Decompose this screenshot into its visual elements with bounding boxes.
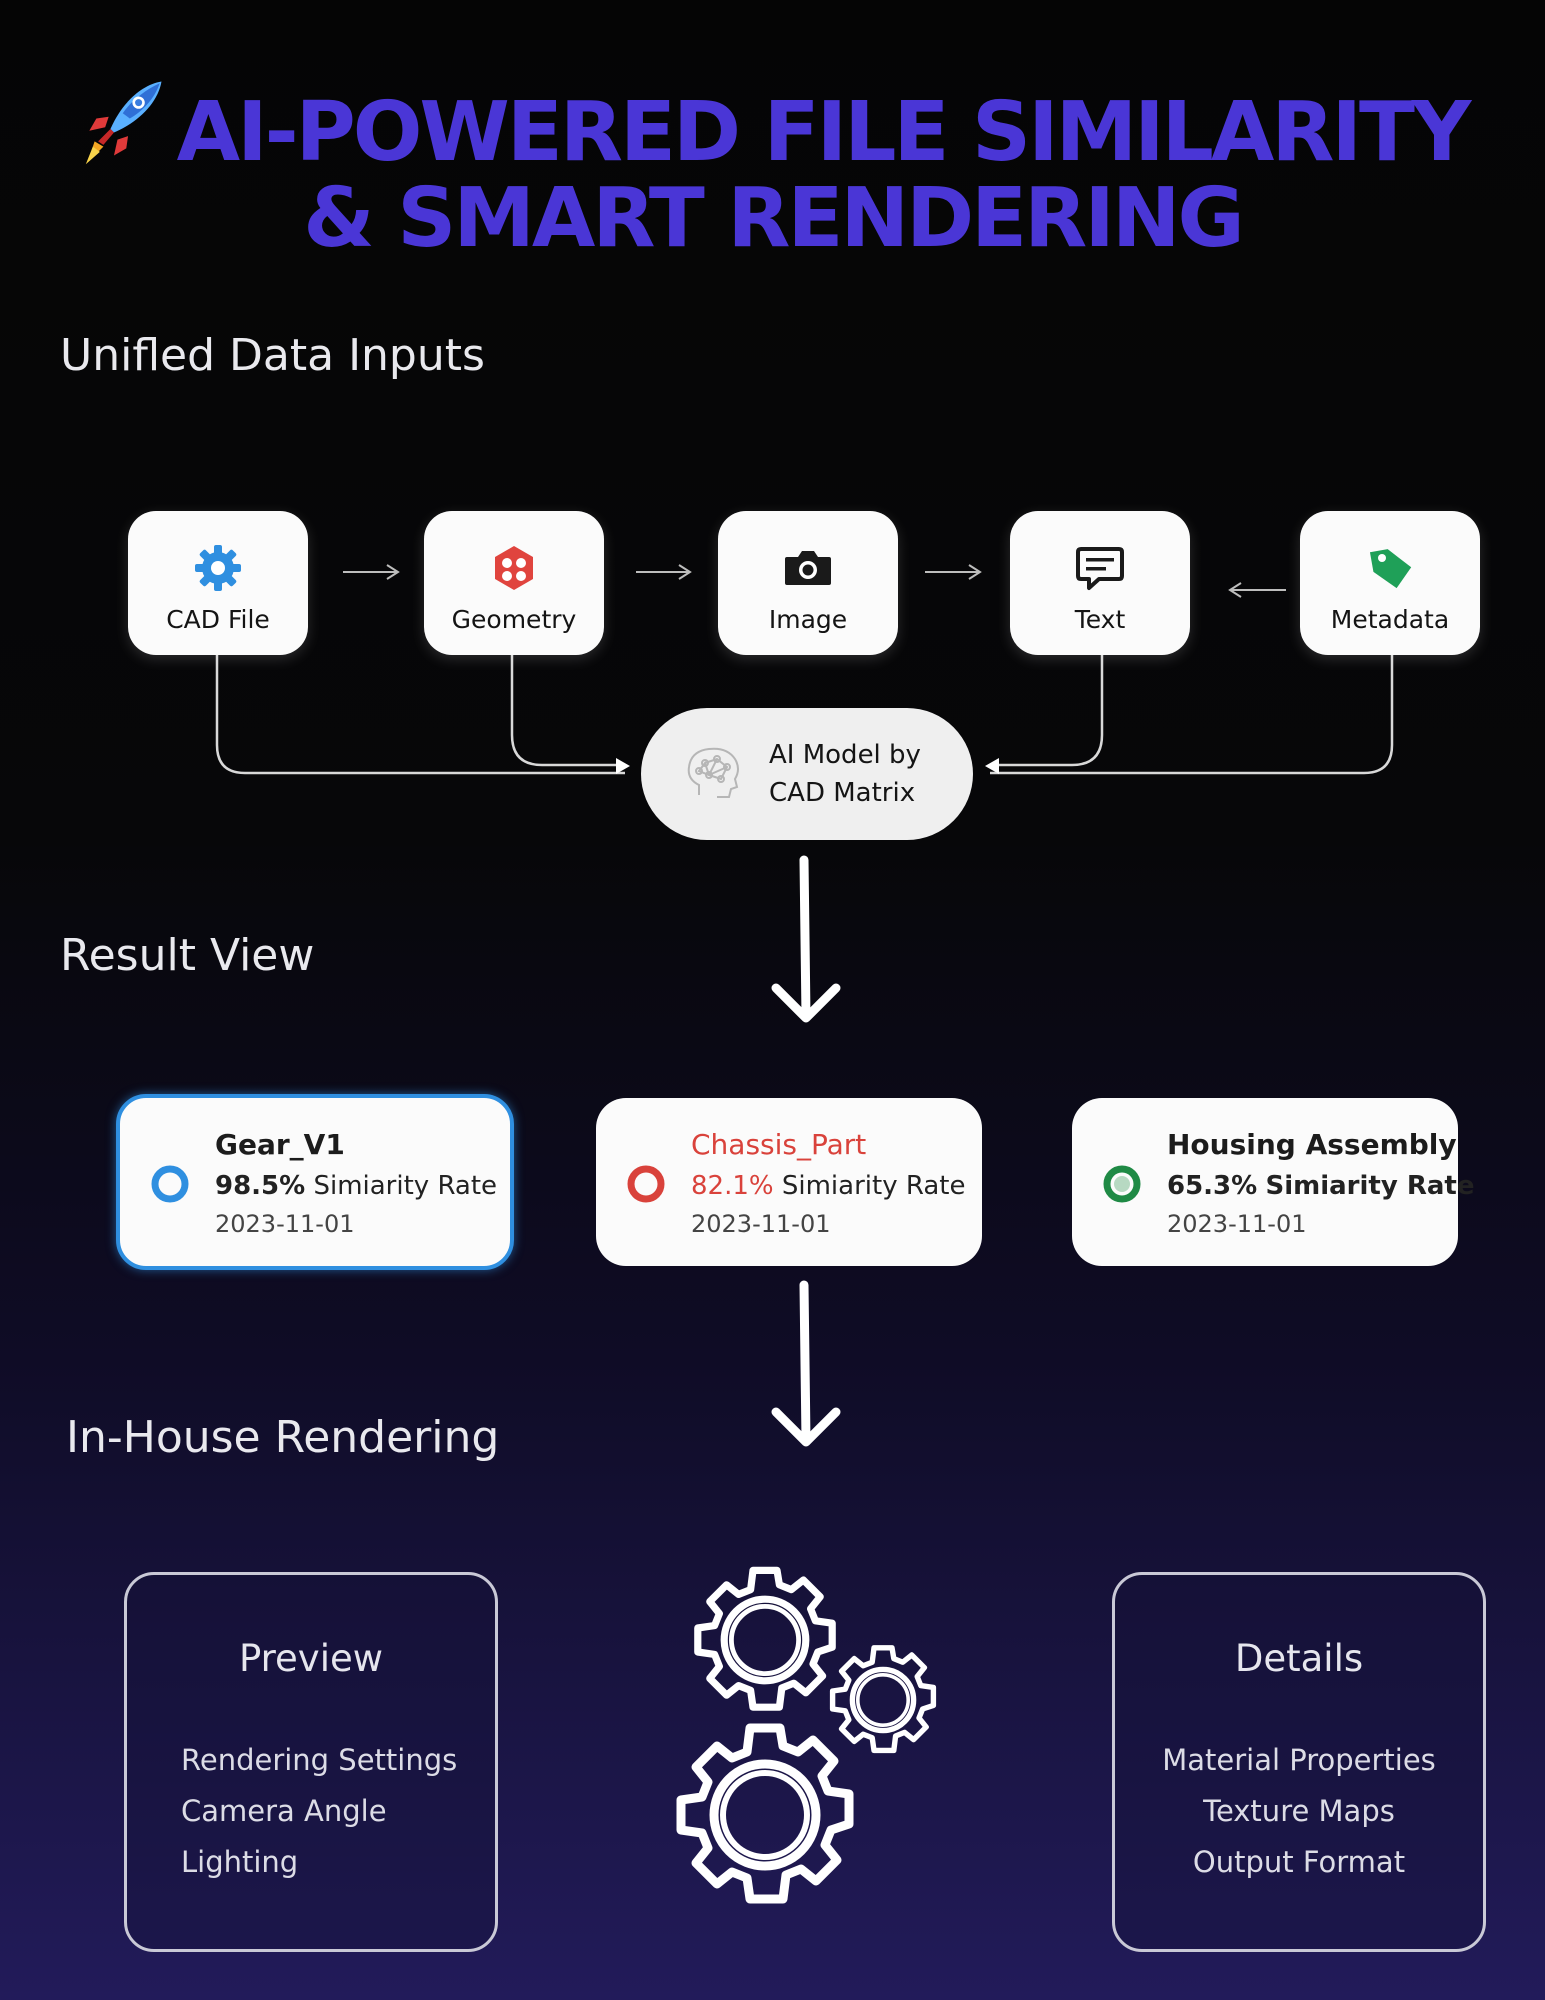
result-name: Gear_V1 [215,1128,345,1161]
input-card-text[interactable]: Text [1010,511,1190,655]
line-metadata-to-model [990,655,1394,775]
down-arrow-2 [799,1280,811,1445]
details-items: Material Properties Texture Maps Output … [1115,1735,1483,1888]
line-text-to-model [990,655,1104,767]
details-item: Output Format [1192,1845,1406,1879]
model-label-line-2: CAD Matrix [769,778,916,808]
gear-small-right [833,1648,934,1751]
input-label: Geometry [451,604,577,634]
status-ring-icon [627,1165,665,1203]
brain-icon [687,747,739,798]
result-percent: 82.1% [691,1171,774,1201]
gear-large-top [698,1570,832,1707]
section-results-heading: Result View [60,930,315,981]
gear-large-bottom [681,1728,849,1899]
preview-panel[interactable]: Preview Rendering Settings Camera Angle … [124,1572,498,1952]
result-name: Housing Assembly [1167,1128,1457,1161]
tag-icon [1369,548,1412,588]
input-card-geometry[interactable]: Geometry [424,511,604,655]
result-rate: 65.3% Simiarity Rate [1167,1171,1474,1201]
input-label: CAD File [166,604,270,634]
geometry-icon [495,545,533,590]
result-card-gear-v1[interactable]: Gear_V1 98.5% Simiarity Rate 2023-11-01 [116,1094,514,1270]
down-arrows [771,855,841,1447]
preview-title: Preview [238,1637,384,1680]
model-label-line-1: AI Model by [769,740,921,770]
ai-model-node[interactable]: AI Model by CAD Matrix [641,708,973,840]
preview-item: Camera Angle [181,1794,387,1828]
line-geometry-to-model [510,655,625,767]
details-item: Texture Maps [1203,1794,1395,1828]
section-rendering-heading: In-House Rendering [66,1412,500,1463]
title-line-1: AI-POWERED FILE SIMILARITY [0,78,1545,176]
input-card-cad-file[interactable]: CAD File [128,511,308,655]
gears-icon [655,1560,955,1920]
model-label: AI Model by CAD Matrix [769,736,921,812]
rocket-icon [85,81,162,165]
model-feed-lines [215,655,1394,775]
down-arrow-1 [799,855,811,1021]
result-rate-label: Simiarity Rate [1265,1171,1475,1201]
chat-icon [1076,546,1124,590]
title-text-2: & SMART RENDERING [303,171,1245,266]
result-card-housing-assembly[interactable]: Housing Assembly 65.3% Simiarity Rate 20… [1072,1098,1474,1266]
status-ring-icon [1103,1165,1141,1203]
details-title: Details [1234,1637,1364,1680]
title-text-1: AI-POWERED FILE SIMILARITY [176,85,1472,180]
details-panel[interactable]: Details Material Properties Texture Maps… [1112,1572,1486,1952]
page-title: AI-POWERED FILE SIMILARITY & SMART RENDE… [0,78,1545,262]
input-label: Image [768,604,848,634]
result-rate-label: Simiarity Rate [781,1171,966,1201]
status-ring-icon [151,1165,189,1203]
input-label: Text [1074,604,1126,634]
result-rate: 82.1% Simiarity Rate [691,1171,965,1201]
camera-icon [785,550,831,585]
preview-items: Rendering Settings Camera Angle Lighting [127,1735,495,1888]
preview-item: Rendering Settings [181,1743,458,1777]
input-arrows [343,564,1286,598]
result-date: 2023-11-01 [215,1210,355,1238]
section-inputs-heading: Unifled Data Inputs [60,330,485,381]
result-date: 2023-11-01 [1167,1210,1307,1238]
line-cad-to-model [215,655,625,775]
result-rate: 98.5% Simiarity Rate [215,1171,497,1201]
details-item: Material Properties [1162,1743,1436,1777]
result-percent: 65.3% [1167,1171,1258,1201]
input-label: Metadata [1330,604,1450,634]
result-card-chassis-part[interactable]: Chassis_Part 82.1% Simiarity Rate 2023-1… [596,1098,982,1266]
result-percent: 98.5% [215,1171,306,1201]
result-name: Chassis_Part [691,1128,867,1161]
result-rate-label: Simiarity Rate [313,1171,498,1201]
result-date: 2023-11-01 [691,1210,831,1238]
input-card-image[interactable]: Image [718,511,898,655]
input-card-metadata[interactable]: Metadata [1300,511,1480,655]
gear-icon [195,544,241,591]
preview-item: Lighting [181,1845,299,1879]
